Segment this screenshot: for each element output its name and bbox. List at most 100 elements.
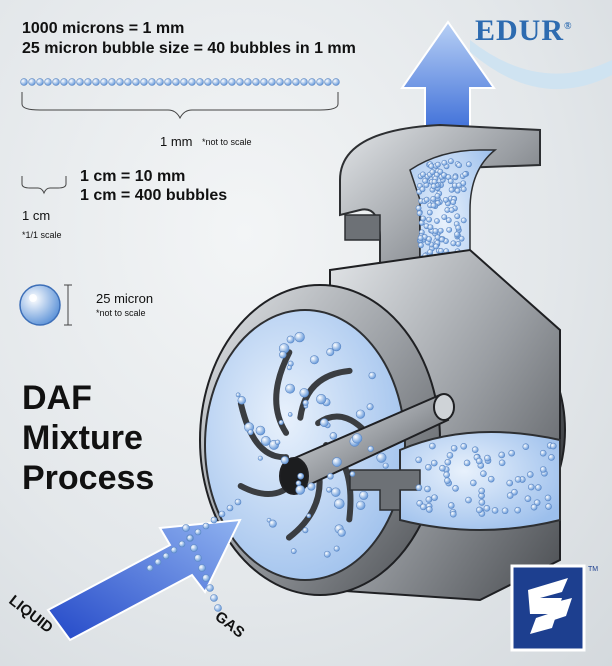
pipe-bubble (448, 186, 455, 193)
impeller-bubble (337, 528, 346, 537)
chamber-bubble (506, 479, 513, 487)
impeller-bubble (334, 498, 345, 509)
impeller-bubble (333, 545, 340, 552)
gas-bubble (218, 510, 226, 518)
mm-bubble-row (20, 78, 340, 86)
chamber-bubble (424, 485, 431, 493)
impeller-bubble (295, 480, 302, 486)
impeller-bubble (237, 396, 246, 405)
mm-bubble (284, 78, 292, 86)
impeller-bubble (286, 365, 292, 371)
chamber-bubble (478, 499, 486, 506)
title-line-3: Process (22, 459, 155, 497)
impeller-vane (237, 400, 290, 461)
pipe-bubble (465, 161, 472, 168)
chamber-bubble (514, 506, 522, 514)
mm-bubble (324, 78, 332, 86)
chamber-bubble (450, 510, 457, 518)
trademark-mark: TM (588, 566, 599, 573)
pipe-bubble (450, 199, 457, 206)
gas-bubble (190, 544, 198, 552)
mm-bubble (236, 78, 244, 86)
chamber-bubble (420, 503, 427, 511)
chamber-bubble (443, 471, 450, 479)
title-line-1: DAF (22, 379, 92, 417)
gas-bubble (146, 564, 154, 572)
pipe-bubble (455, 240, 462, 247)
chamber-bubble (429, 442, 436, 450)
gas-bubble (226, 504, 234, 512)
impeller-bubble (255, 425, 266, 436)
impeller-bubble (279, 351, 287, 359)
impeller-bubble (327, 473, 334, 480)
pipe-bubble (416, 210, 423, 217)
gas-bubble (194, 554, 202, 562)
impeller-bubble (307, 482, 316, 491)
bubble-icon (19, 284, 61, 326)
pipe-bubble (432, 228, 439, 234)
chamber-bubble (545, 503, 552, 510)
mm-bubble (148, 78, 156, 86)
pipe-bubble (428, 163, 435, 170)
impeller-bubble (280, 456, 289, 465)
mm-bubble (180, 78, 188, 86)
pipe-bubble (447, 178, 454, 185)
lower-chamber (349, 431, 561, 531)
gas-bubble (182, 524, 190, 532)
chamber-bubble (511, 488, 518, 496)
diagram-title: DAF Mixture Process (22, 378, 182, 498)
impeller-bubble (278, 419, 284, 425)
pipe-bubble (454, 213, 461, 220)
impeller-bubble (319, 418, 329, 428)
mm-bubble (124, 78, 132, 86)
impeller-bubble (323, 550, 331, 558)
mm-bubble (276, 78, 284, 86)
chamber-bubble (425, 463, 432, 471)
gas-bubble (202, 574, 210, 582)
mm-bubble (308, 78, 316, 86)
impeller-bubble (331, 341, 342, 352)
pipe-bubble (458, 235, 465, 242)
pipe-bubble (462, 171, 469, 178)
pipe-bubble (438, 236, 445, 243)
impeller-vane (273, 349, 293, 436)
chamber-bubble (444, 477, 451, 484)
gas-bubble (162, 552, 170, 560)
pipe-bubble (450, 240, 457, 247)
impeller-bubble (260, 436, 271, 446)
pipe-bubble (448, 158, 454, 165)
impeller-bubble (359, 490, 369, 500)
impeller-bubble (382, 462, 389, 469)
pipe-bubble (460, 217, 467, 224)
chamber-bubble (491, 507, 499, 514)
brand-swoosh (470, 40, 612, 90)
pipe-bubble (437, 168, 444, 175)
mm-bubble (316, 78, 324, 86)
pipe-bubble (430, 183, 437, 190)
pipe-bubble (418, 242, 424, 249)
mm-bubble (52, 78, 60, 86)
impeller-bubble (349, 471, 356, 477)
impeller-bubble (306, 513, 312, 519)
header-line-1: 1000 microns = 1 mm (22, 20, 185, 37)
chamber-bubble (548, 454, 555, 461)
mm-bubble (60, 78, 68, 86)
impeller-bubble (302, 399, 309, 406)
pipe-bubble (442, 197, 449, 203)
mm-scale-note: *not to scale (202, 137, 252, 147)
header-line-2: 25 micron bubble size = 40 bubbles in 1 … (22, 40, 356, 57)
cm-scale-label: 1 cm (22, 208, 51, 223)
chamber-bubble (544, 494, 552, 502)
mm-bubble (156, 78, 164, 86)
mm-bubble (332, 78, 340, 86)
pipe-bubble (427, 249, 433, 255)
edur-logo-text: EDUR (475, 14, 565, 47)
pipe-bubble (426, 209, 433, 216)
cm-equation-1: 1 cm = 10 mm (80, 168, 186, 185)
chamber-bubble (550, 442, 557, 450)
impeller-bubble (326, 348, 335, 357)
pipe-bubble (448, 207, 455, 213)
gas-bubble-stream (146, 498, 242, 612)
pipe-bubble (446, 226, 453, 233)
